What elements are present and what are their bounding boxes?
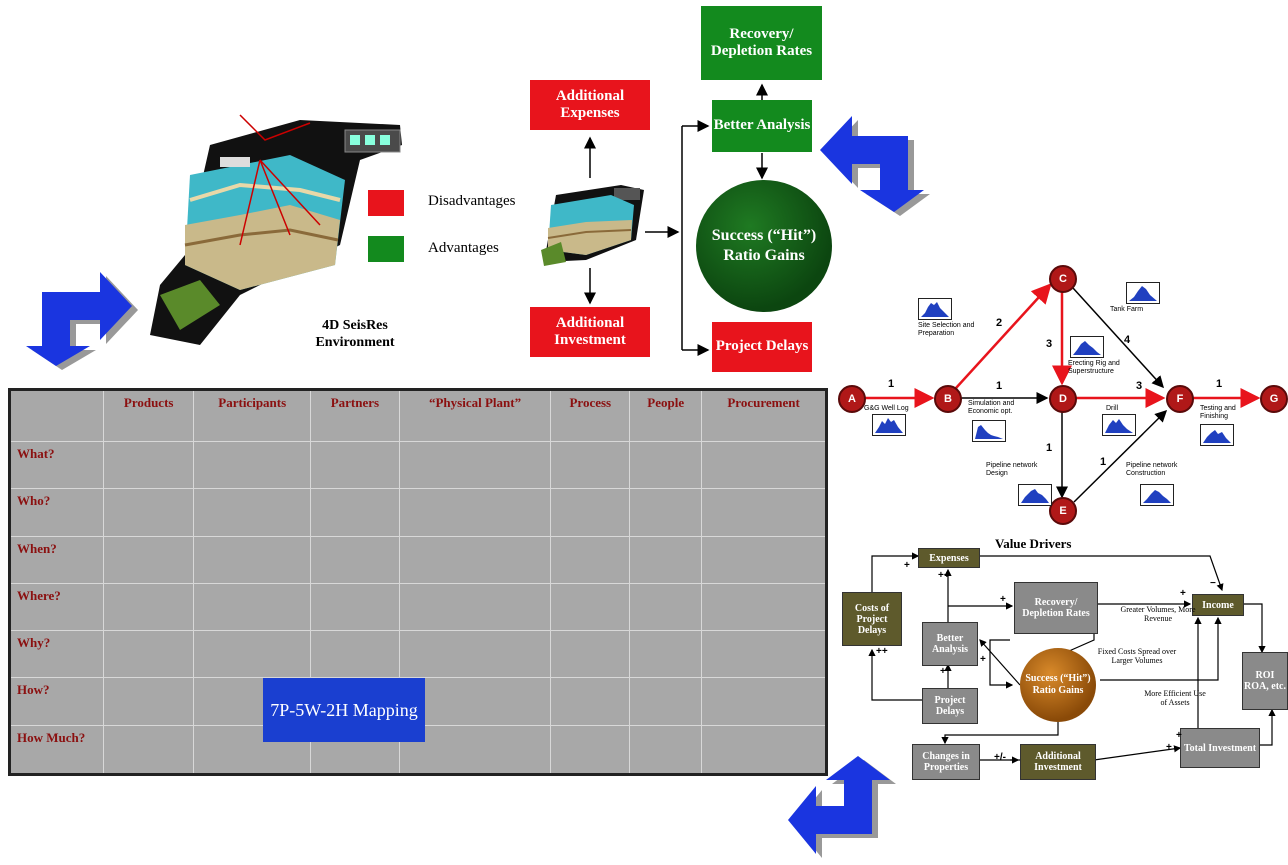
matrix-col-header: Partners xyxy=(310,389,400,442)
activity-label: Simulation and Economic opt. xyxy=(968,400,1015,415)
matrix-row-header: Where? xyxy=(9,582,104,632)
matrix-row-header: When? xyxy=(9,535,104,584)
seismic-environment-illustration xyxy=(150,114,402,345)
distribution-thumbnail xyxy=(872,414,906,436)
vd-income: Income xyxy=(1192,594,1244,616)
legend-label-advantages: Advantages xyxy=(428,240,499,256)
distribution-thumbnail xyxy=(1018,484,1052,506)
edge-weight: 1 xyxy=(1046,442,1053,454)
environment-label: 4D SeisRes Environment xyxy=(315,318,395,350)
matrix-row-header: Why? xyxy=(9,630,104,679)
vd-note-efficient: More Efficient Use of Assets xyxy=(1144,689,1206,707)
matrix-row-header: How? xyxy=(9,677,104,726)
blue-arrow-icon xyxy=(788,756,896,858)
vd-sign: ++ xyxy=(876,646,888,657)
vd-costs-delays: Costs of Project Delays xyxy=(842,592,902,646)
value-drivers-title: Value Drivers xyxy=(995,536,1072,551)
matrix-corner xyxy=(9,389,104,442)
vd-sign: + xyxy=(1180,588,1186,599)
additional-investment-box: Additional Investment xyxy=(530,307,650,357)
vd-sign: + xyxy=(1176,730,1182,741)
activity-label: Drill xyxy=(1106,405,1119,412)
edge-weight: 1 xyxy=(996,380,1003,392)
matrix-col-header: “Physical Plant” xyxy=(398,389,552,442)
vd-additional-investment: Additional Investment xyxy=(1020,744,1096,780)
mapping-label: 7P-5W-2H Mapping xyxy=(263,678,425,742)
edge-weight: 1 xyxy=(1100,456,1107,468)
network-node-f: F xyxy=(1166,385,1194,413)
distribution-thumbnail xyxy=(1200,424,1234,446)
matrix-row-header: What? xyxy=(9,440,104,490)
matrix-col-header: Products xyxy=(102,389,195,442)
matrix-row-header: How Much? xyxy=(9,724,104,776)
vd-sign: + xyxy=(904,560,910,571)
legend-label-disadvantages: Disadvantages xyxy=(428,193,516,209)
distribution-thumbnail xyxy=(1070,336,1104,358)
vd-roi: ROI ROA, etc. xyxy=(1242,652,1288,710)
distribution-thumbnail xyxy=(972,420,1006,442)
edge-weight: 3 xyxy=(1046,338,1053,350)
matrix-row-header: Who? xyxy=(9,488,104,537)
legend-swatch-disadvantages xyxy=(368,190,404,216)
vd-sign: + xyxy=(1000,594,1006,605)
vd-expenses: Expenses xyxy=(918,548,980,568)
distribution-thumbnail xyxy=(1102,414,1136,436)
legend-swatch-advantages xyxy=(368,236,404,262)
vd-better-analysis: Better Analysis xyxy=(922,622,978,666)
edge-weight: 4 xyxy=(1124,334,1131,346)
distribution-thumbnail xyxy=(1126,282,1160,304)
vd-success: Success (“Hit”) Ratio Gains xyxy=(1020,648,1096,722)
matrix-col-header: People xyxy=(629,389,703,442)
edge-weight: 3 xyxy=(1136,380,1143,392)
network-node-g: G xyxy=(1260,385,1288,413)
activity-label: Pipeline network Design xyxy=(986,462,1038,477)
vd-sign: − xyxy=(1210,578,1216,589)
activity-label: Site Selection and Preparation xyxy=(918,322,975,337)
vd-note-volumes: Greater Volumes, More Revenue xyxy=(1120,605,1196,623)
success-circle: Success (“Hit”) Ratio Gains xyxy=(696,180,832,312)
matrix-col-header: Process xyxy=(550,389,631,442)
activity-label: Pipeline network Construction xyxy=(1126,462,1178,477)
network-node-e: E xyxy=(1049,497,1077,525)
vd-changes: Changes in Properties xyxy=(912,744,980,780)
matrix-col-header: Participants xyxy=(193,389,312,442)
edge-weight: 1 xyxy=(1216,378,1223,390)
seismic-cube-thumbnail xyxy=(541,185,644,266)
network-node-d: D xyxy=(1049,385,1077,413)
vd-sign: +/- xyxy=(994,752,1006,763)
vd-note-fixed: Fixed Costs Spread over Larger Volumes xyxy=(1097,647,1177,665)
vd-project-delays: Project Delays xyxy=(922,688,978,724)
vd-recovery: Recovery/ Depletion Rates xyxy=(1014,582,1098,634)
network-node-c: C xyxy=(1049,265,1077,293)
activity-label: Tank Farm xyxy=(1110,306,1144,313)
vd-sign: + xyxy=(940,666,946,677)
activity-label: G&G Well Log xyxy=(864,405,909,412)
activity-label: Erecting Rig and Superstructure xyxy=(1068,360,1120,375)
better-analysis-box: Better Analysis xyxy=(712,100,812,152)
edge-weight: 2 xyxy=(996,317,1003,329)
network-node-b: B xyxy=(934,385,962,413)
edge-weight: 1 xyxy=(888,378,895,390)
distribution-thumbnail xyxy=(918,298,952,320)
blue-arrow-icon xyxy=(820,116,930,216)
blue-arrow-icon xyxy=(26,272,138,370)
matrix-col-header: Procurement xyxy=(701,389,827,442)
network-node-a: A xyxy=(838,385,866,413)
activity-label: Testing and Finishing xyxy=(1200,405,1236,420)
vd-sign: ++ xyxy=(938,570,950,581)
vd-total-investment: Total Investment xyxy=(1180,728,1260,768)
distribution-thumbnail xyxy=(1140,484,1174,506)
additional-expenses-box: Additional Expenses xyxy=(530,80,650,130)
vd-sign: + xyxy=(1166,742,1172,753)
project-delays-box: Project Delays xyxy=(712,322,812,372)
vd-sign: + xyxy=(980,654,986,665)
recovery-box: Recovery/ Depletion Rates xyxy=(701,6,822,80)
